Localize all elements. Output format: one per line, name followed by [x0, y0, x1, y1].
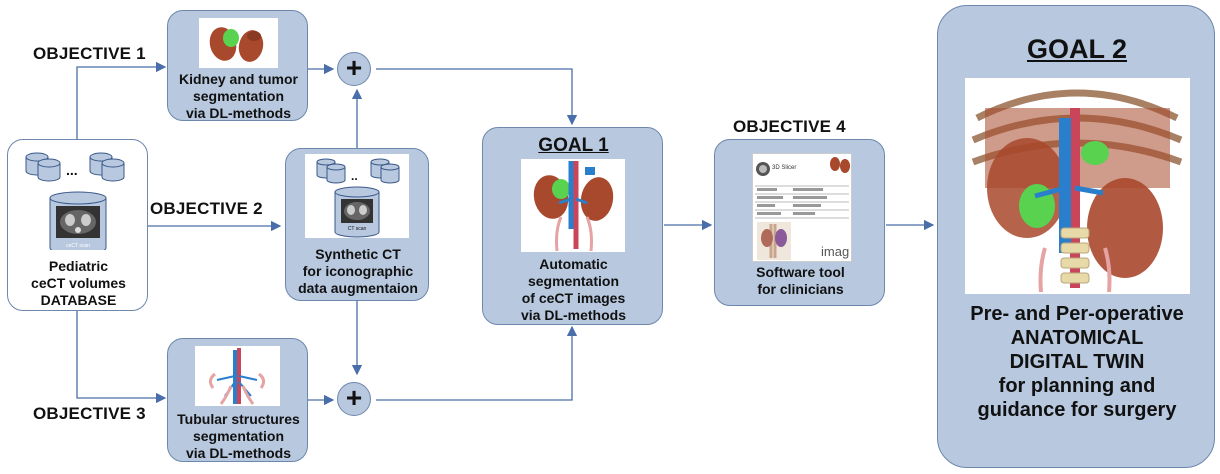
- goal1-text: Automatic segmentation of ceCT images vi…: [520, 256, 626, 323]
- synthetic-scan-label: CT scan: [347, 226, 367, 232]
- synthetic-ellipsis: ..: [351, 169, 358, 183]
- goal2-title: GOAL 2: [1026, 34, 1128, 64]
- database-cylinders-icon: [25, 152, 125, 250]
- goal1-image: [521, 159, 625, 252]
- synthetic-ct-text: Synthetic CT for iconographic data augme…: [298, 246, 418, 296]
- objective-3-label: OBJECTIVE 3: [33, 404, 146, 423]
- kidney-tumor-text: Kidney and tumor segmentation via DL-met…: [178, 71, 298, 121]
- arrow-plus-to-goal1-top: [376, 68, 578, 126]
- synthetic-ct-box: .. CT scan Synthetic CT for iconographic…: [285, 148, 429, 301]
- software-logo-text: imag: [821, 244, 850, 259]
- kidney-tumor-image: [199, 18, 278, 68]
- synthetic-ct-image: .. CT scan: [305, 154, 409, 238]
- tubular-structures-text: Tubular structures segmentation via DL-m…: [177, 411, 300, 461]
- objective-1-label: OBJECTIVE 1: [33, 44, 146, 63]
- arrow-db-to-kidney: [76, 61, 167, 140]
- software-app-name: 3D Slicer: [772, 165, 797, 171]
- objective-2-label: OBJECTIVE 2: [150, 199, 263, 218]
- arrow-db-to-tubular: [76, 310, 167, 404]
- software-tool-text: Software tool for clinicians: [756, 264, 845, 297]
- goal2-digital-twin-image: [965, 78, 1190, 294]
- plus-top-icon: +: [337, 52, 371, 86]
- kidney-tumor-box: Kidney and tumor segmentation via DL-met…: [167, 10, 308, 121]
- software-tool-box: 3D Slicer imag Software tool for clinici…: [714, 139, 885, 306]
- objective-4-label: OBJECTIVE 4: [733, 117, 846, 136]
- database-box: ... ceCT scan Pediatric ceCT volumes DAT…: [7, 139, 148, 311]
- goal2-box: GOAL 2 Pre- and Per-operativ: [937, 5, 1215, 468]
- goal2-text: Pre- and Per-operative ANATOMICAL DIGITA…: [970, 303, 1184, 421]
- goal1-title: GOAL 1: [538, 135, 609, 156]
- database-scan-label: ceCT scan: [66, 243, 90, 249]
- database-text: Pediatric ceCT volumes DATABASE: [31, 258, 126, 308]
- database-ellipsis: ...: [66, 162, 78, 178]
- arrow-plus-to-goal1-bottom: [376, 325, 578, 401]
- software-screenshot-image: 3D Slicer imag: [752, 153, 852, 262]
- tubular-structures-box: Tubular structures segmentation via DL-m…: [167, 338, 308, 462]
- plus-bottom-icon: +: [337, 382, 371, 416]
- tubular-structures-image: [195, 346, 280, 406]
- goal1-box: GOAL 1 Automatic segmentation of ceCT im…: [482, 127, 663, 325]
